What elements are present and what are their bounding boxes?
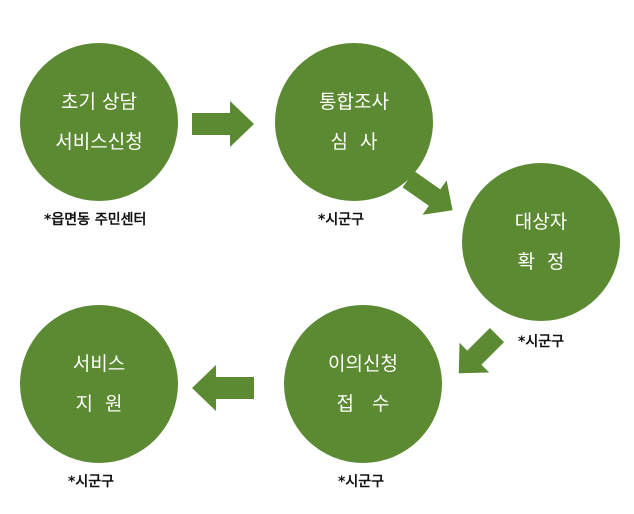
- note-integrated-survey: *시군구: [318, 212, 364, 228]
- note-initial-consult: *읍면동 주민센터: [44, 212, 147, 228]
- node-initial-consult-line-2: 서비스신청: [55, 131, 143, 153]
- node-service-support-line-2: 지 원: [75, 393, 123, 415]
- node-objection-receipt-line-2: 접 수: [336, 393, 390, 415]
- node-objection-receipt: 이의신청 접 수: [284, 305, 442, 463]
- node-target-confirm-line-2: 확 정: [517, 251, 565, 273]
- node-integrated-survey: 통합조사 심 사: [275, 43, 433, 201]
- note-target-confirm: *시군구: [518, 334, 564, 350]
- arrow-consult-to-survey: [192, 101, 254, 147]
- note-objection-receipt: *시군구: [338, 474, 384, 490]
- arrow-target-to-objection: [458, 327, 505, 374]
- node-integrated-survey-line-2: 심 사: [330, 131, 378, 153]
- node-initial-consult-line-1: 초기 상담: [61, 91, 137, 113]
- node-objection-receipt-line-1: 이의신청: [328, 353, 398, 375]
- node-target-confirm: 대상자 확 정: [462, 163, 620, 321]
- node-service-support: 서비스 지 원: [20, 305, 178, 463]
- note-service-support: *시군구: [68, 474, 114, 490]
- node-service-support-line-1: 서비스: [72, 353, 126, 375]
- arrow-survey-to-target: [402, 171, 453, 215]
- node-initial-consult: 초기 상담 서비스신청: [20, 43, 178, 201]
- node-target-confirm-line-1: 대상자: [514, 211, 568, 233]
- node-integrated-survey-line-1: 통합조사: [319, 91, 389, 113]
- arrow-objection-to-service: [192, 365, 254, 411]
